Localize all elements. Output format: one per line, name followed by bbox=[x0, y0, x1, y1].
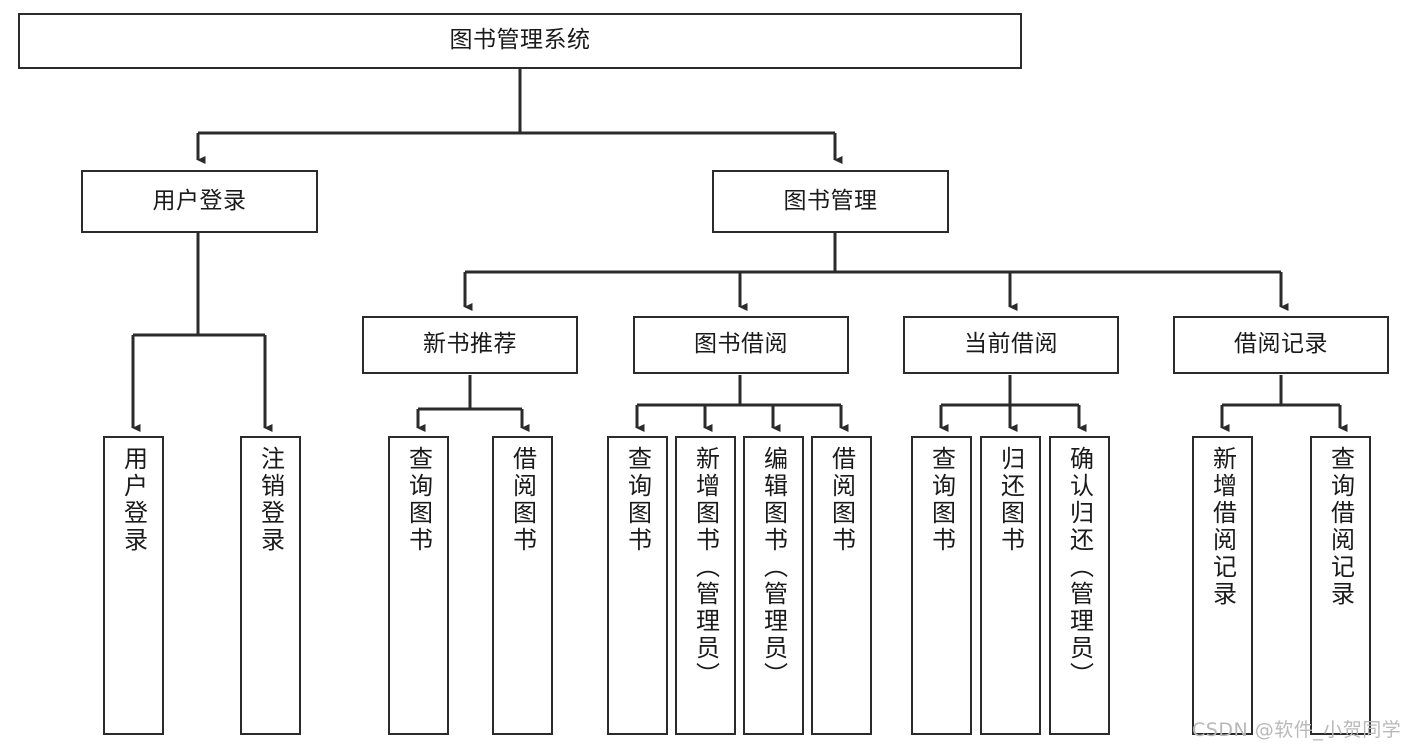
node-leaf-query-book-current[interactable]: 查询图书 bbox=[911, 436, 972, 735]
node-leaf-query-borrow-record[interactable]: 查询借阅记录 bbox=[1310, 436, 1371, 735]
node-new-book-recommend-label: 新书推荐 bbox=[423, 331, 517, 358]
node-leaf-query-book-rec[interactable]: 查询图书 bbox=[388, 436, 449, 735]
node-leaf-edit-book-admin-label: 编辑图书（管理员） bbox=[759, 446, 788, 689]
node-leaf-borrow-book[interactable]: 借阅图书 bbox=[811, 436, 872, 735]
node-leaf-add-borrow-record-label: 新增借阅记录 bbox=[1208, 446, 1237, 608]
node-book-management-label: 图书管理 bbox=[783, 187, 878, 214]
node-leaf-return-book[interactable]: 归还图书 bbox=[980, 436, 1041, 735]
node-leaf-edit-book-admin[interactable]: 编辑图书（管理员） bbox=[743, 436, 804, 735]
node-current-borrow-label: 当前借阅 bbox=[964, 331, 1058, 358]
node-leaf-query-book-borrow[interactable]: 查询图书 bbox=[607, 436, 668, 735]
node-root-label: 图书管理系统 bbox=[449, 27, 591, 54]
node-leaf-query-book-rec-label: 查询图书 bbox=[404, 446, 433, 554]
node-book-management[interactable]: 图书管理 bbox=[712, 170, 949, 233]
node-leaf-confirm-return-admin-label: 确认归还（管理员） bbox=[1065, 446, 1094, 689]
node-leaf-query-book-borrow-label: 查询图书 bbox=[623, 446, 652, 554]
node-root[interactable]: 图书管理系统 bbox=[18, 13, 1022, 69]
node-leaf-add-book-admin[interactable]: 新增图书（管理员） bbox=[675, 436, 736, 735]
node-leaf-user-login-label: 用户登录 bbox=[119, 446, 148, 554]
node-book-borrow[interactable]: 图书借阅 bbox=[633, 316, 849, 374]
node-leaf-confirm-return-admin[interactable]: 确认归还（管理员） bbox=[1049, 436, 1110, 735]
node-leaf-borrow-book-label: 借阅图书 bbox=[827, 446, 856, 554]
node-user-login-label: 用户登录 bbox=[152, 187, 247, 214]
node-leaf-borrow-book-rec-label: 借阅图书 bbox=[508, 446, 537, 554]
node-leaf-logout-label: 注销登录 bbox=[256, 446, 285, 554]
node-leaf-query-book-current-label: 查询图书 bbox=[927, 446, 956, 554]
node-leaf-logout[interactable]: 注销登录 bbox=[240, 436, 301, 735]
node-leaf-add-book-admin-label: 新增图书（管理员） bbox=[691, 446, 720, 689]
node-leaf-add-borrow-record[interactable]: 新增借阅记录 bbox=[1192, 436, 1253, 735]
node-leaf-borrow-book-rec[interactable]: 借阅图书 bbox=[492, 436, 553, 735]
node-current-borrow[interactable]: 当前借阅 bbox=[903, 316, 1119, 374]
node-leaf-user-login[interactable]: 用户登录 bbox=[103, 436, 164, 735]
node-new-book-recommend[interactable]: 新书推荐 bbox=[362, 316, 578, 374]
node-borrow-records[interactable]: 借阅记录 bbox=[1173, 316, 1389, 374]
node-user-login[interactable]: 用户登录 bbox=[81, 170, 318, 233]
node-borrow-records-label: 借阅记录 bbox=[1234, 331, 1328, 358]
node-leaf-query-borrow-record-label: 查询借阅记录 bbox=[1326, 446, 1355, 608]
node-book-borrow-label: 图书借阅 bbox=[694, 331, 788, 358]
node-leaf-return-book-label: 归还图书 bbox=[996, 446, 1025, 554]
